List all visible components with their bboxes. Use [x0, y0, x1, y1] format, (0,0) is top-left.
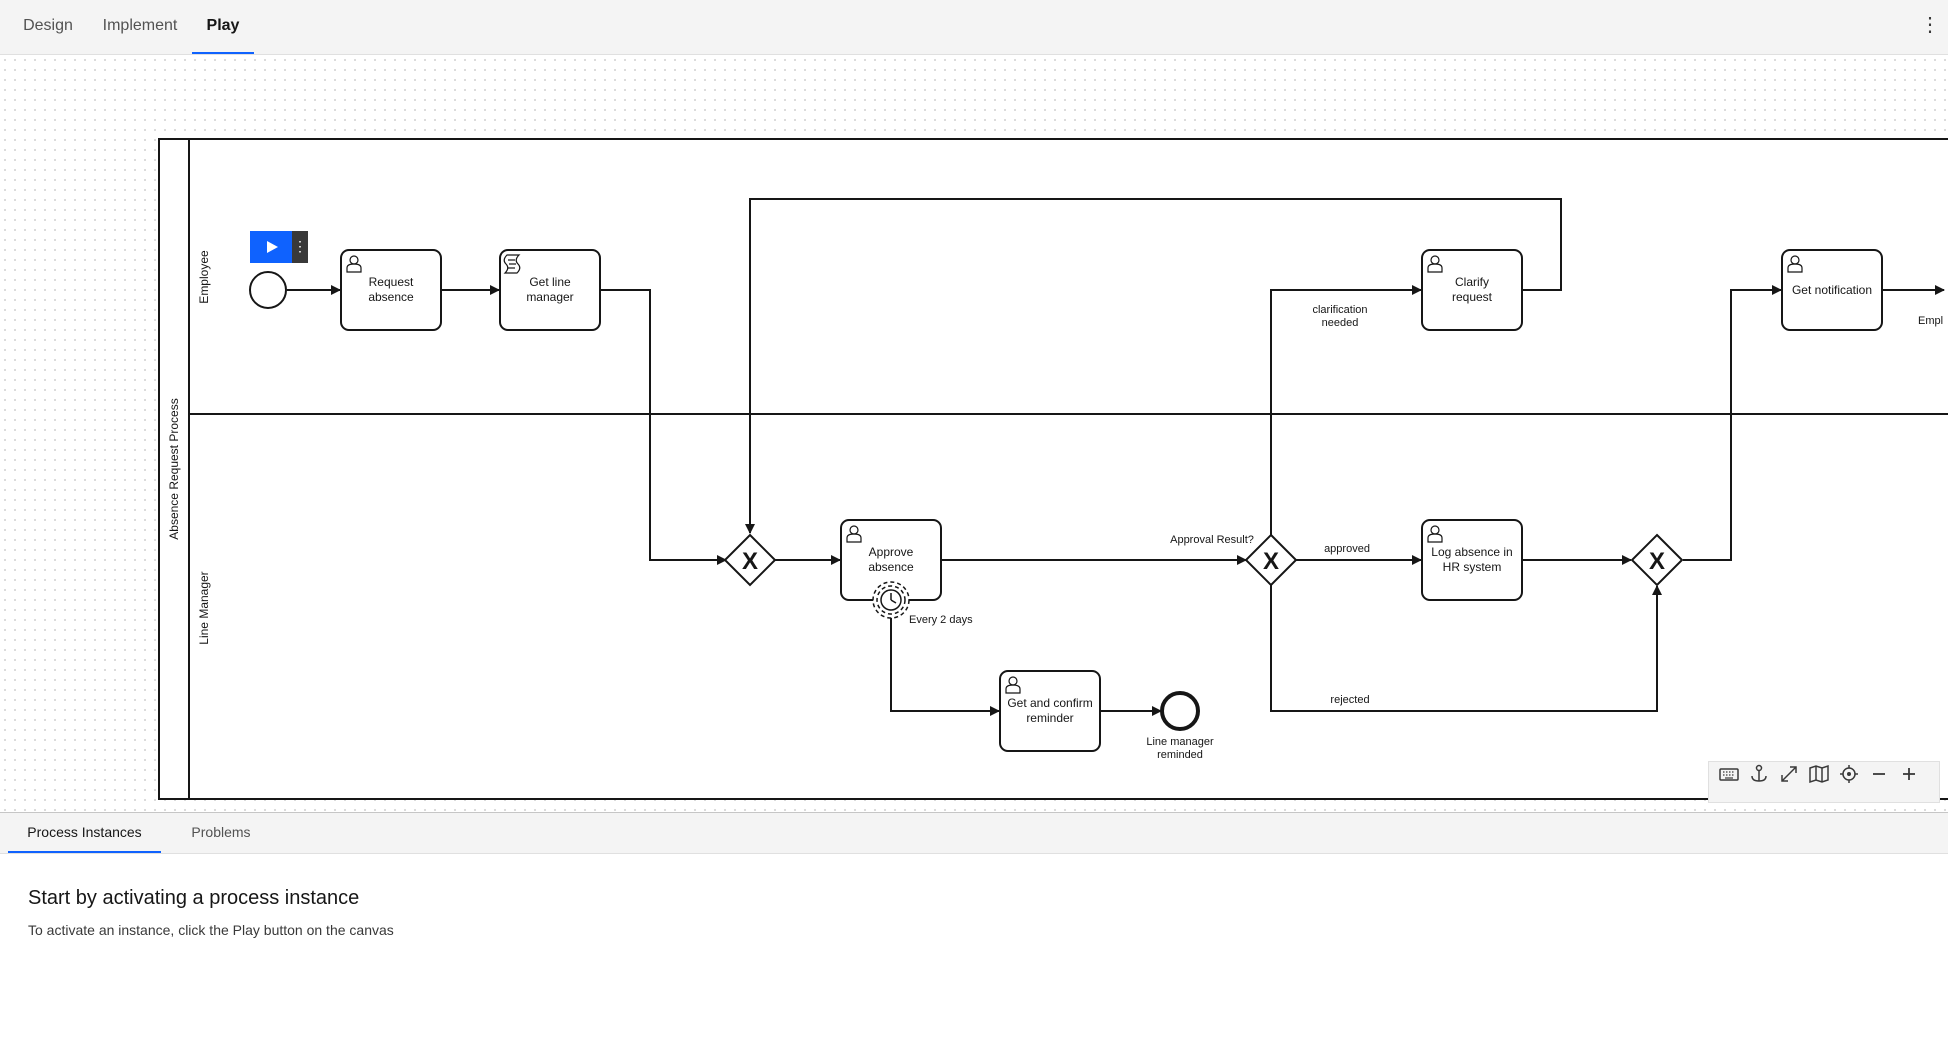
task-label-line1: Get and confirm — [1007, 696, 1092, 710]
task-label-line1: Request — [369, 275, 414, 289]
tab-play[interactable]: Play — [192, 0, 254, 54]
gateway-x-icon: X — [1263, 548, 1279, 575]
task-label-line1: Approve — [869, 545, 914, 559]
task-label-line2: absence — [868, 560, 914, 574]
task-log-absence[interactable]: Log absence in HR system — [1421, 519, 1523, 601]
gateway-approval-result[interactable]: X — [1244, 533, 1298, 587]
tab-process-instances[interactable]: Process Instances — [8, 813, 161, 853]
gateway-merge[interactable]: X — [723, 533, 777, 587]
task-get-notification[interactable]: Get notification — [1781, 249, 1883, 331]
start-event[interactable] — [249, 271, 287, 309]
tab-implement[interactable]: Implement — [102, 17, 178, 34]
flow-merge-notify[interactable] — [1683, 285, 1782, 561]
lane-label-employee: Employee — [197, 250, 211, 304]
gateway-label: Approval Result? — [1170, 534, 1254, 546]
flow-label-clarification-line2: needed — [1322, 317, 1359, 329]
flow-clarification[interactable] — [1270, 285, 1422, 535]
flow-getmanager-gateway[interactable] — [600, 289, 727, 565]
task-label-line2: HR system — [1443, 560, 1502, 574]
keyboard-icon[interactable] — [1717, 762, 1741, 786]
play-more-icon[interactable]: ⋮ — [292, 231, 308, 263]
tab-problems[interactable]: Problems — [191, 824, 251, 840]
end-event-label-line1: Line manager — [1146, 736, 1214, 748]
task-label-line2: absence — [368, 290, 414, 304]
top-tab-bar: Design Implement Play ⋮ — [0, 0, 1948, 55]
bottom-panel: Process Instances Problems Start by acti… — [0, 812, 1948, 1052]
task-get-confirm-reminder[interactable]: Get and confirm reminder — [999, 670, 1101, 752]
play-controls: ⋮ — [250, 231, 308, 263]
task-label-line1: Clarify — [1455, 275, 1489, 289]
task-label: Get notification — [1792, 283, 1872, 297]
gateway-x-icon: X — [1649, 548, 1665, 575]
task-clarify-request[interactable]: Clarify request — [1421, 249, 1523, 331]
empty-state-title: Start by activating a process instance — [28, 887, 360, 909]
task-request-absence[interactable]: Request absence — [340, 249, 442, 331]
flow-timer-reminder[interactable] — [890, 615, 1000, 716]
gateway-x-icon: X — [742, 548, 758, 575]
zoom-in-icon[interactable] — [1897, 762, 1921, 786]
minimap-icon[interactable] — [1807, 762, 1831, 786]
center-anchor-icon[interactable] — [1747, 762, 1771, 786]
pool-label: Absence Request Process — [167, 398, 181, 539]
bottom-tab-bar: Process Instances Problems — [0, 813, 1948, 854]
play-button[interactable] — [250, 231, 292, 263]
diagram-canvas[interactable]: Absence Request Process Employee Line Ma… — [0, 55, 1948, 812]
bpmn-diagram: Absence Request Process Employee Line Ma… — [158, 138, 1948, 800]
empty-state-description: To activate an instance, click the Play … — [28, 922, 394, 938]
sequence-flows — [287, 198, 1945, 716]
end-event[interactable] — [1160, 691, 1200, 731]
timer-label: Every 2 days — [909, 614, 973, 626]
timer-boundary-event[interactable] — [872, 581, 910, 619]
flow-clarify-loop[interactable] — [745, 198, 1562, 534]
focus-target-icon[interactable] — [1837, 762, 1861, 786]
flow-label-clarification-line1: clarification — [1312, 304, 1367, 316]
end-event-label-line2: reminded — [1157, 749, 1203, 761]
task-get-line-manager[interactable]: Get line manager — [499, 249, 601, 331]
task-label-line2: reminder — [1026, 711, 1073, 725]
task-approve-absence[interactable]: Approve absence — [840, 519, 942, 601]
flow-label-cut: Empl — [1918, 315, 1943, 327]
gateway-join[interactable]: X — [1630, 533, 1684, 587]
task-label-line1: Log absence in — [1431, 545, 1512, 559]
task-label-line1: Get line — [529, 275, 571, 289]
script-task-icon — [503, 254, 521, 274]
lane-label-line-manager: Line Manager — [197, 571, 211, 644]
tab-design[interactable]: Design — [23, 17, 73, 34]
task-label-line2: request — [1452, 290, 1493, 304]
overflow-menu-icon[interactable]: ⋮ — [1920, 14, 1940, 36]
flow-label-approved: approved — [1324, 543, 1370, 555]
flow-label-rejected: rejected — [1330, 694, 1369, 706]
canvas-controls — [1708, 761, 1940, 803]
task-label-line2: manager — [526, 290, 573, 304]
fit-screen-icon[interactable] — [1777, 762, 1801, 786]
zoom-out-icon[interactable] — [1867, 762, 1891, 786]
flow-rejected[interactable] — [1270, 585, 1662, 712]
